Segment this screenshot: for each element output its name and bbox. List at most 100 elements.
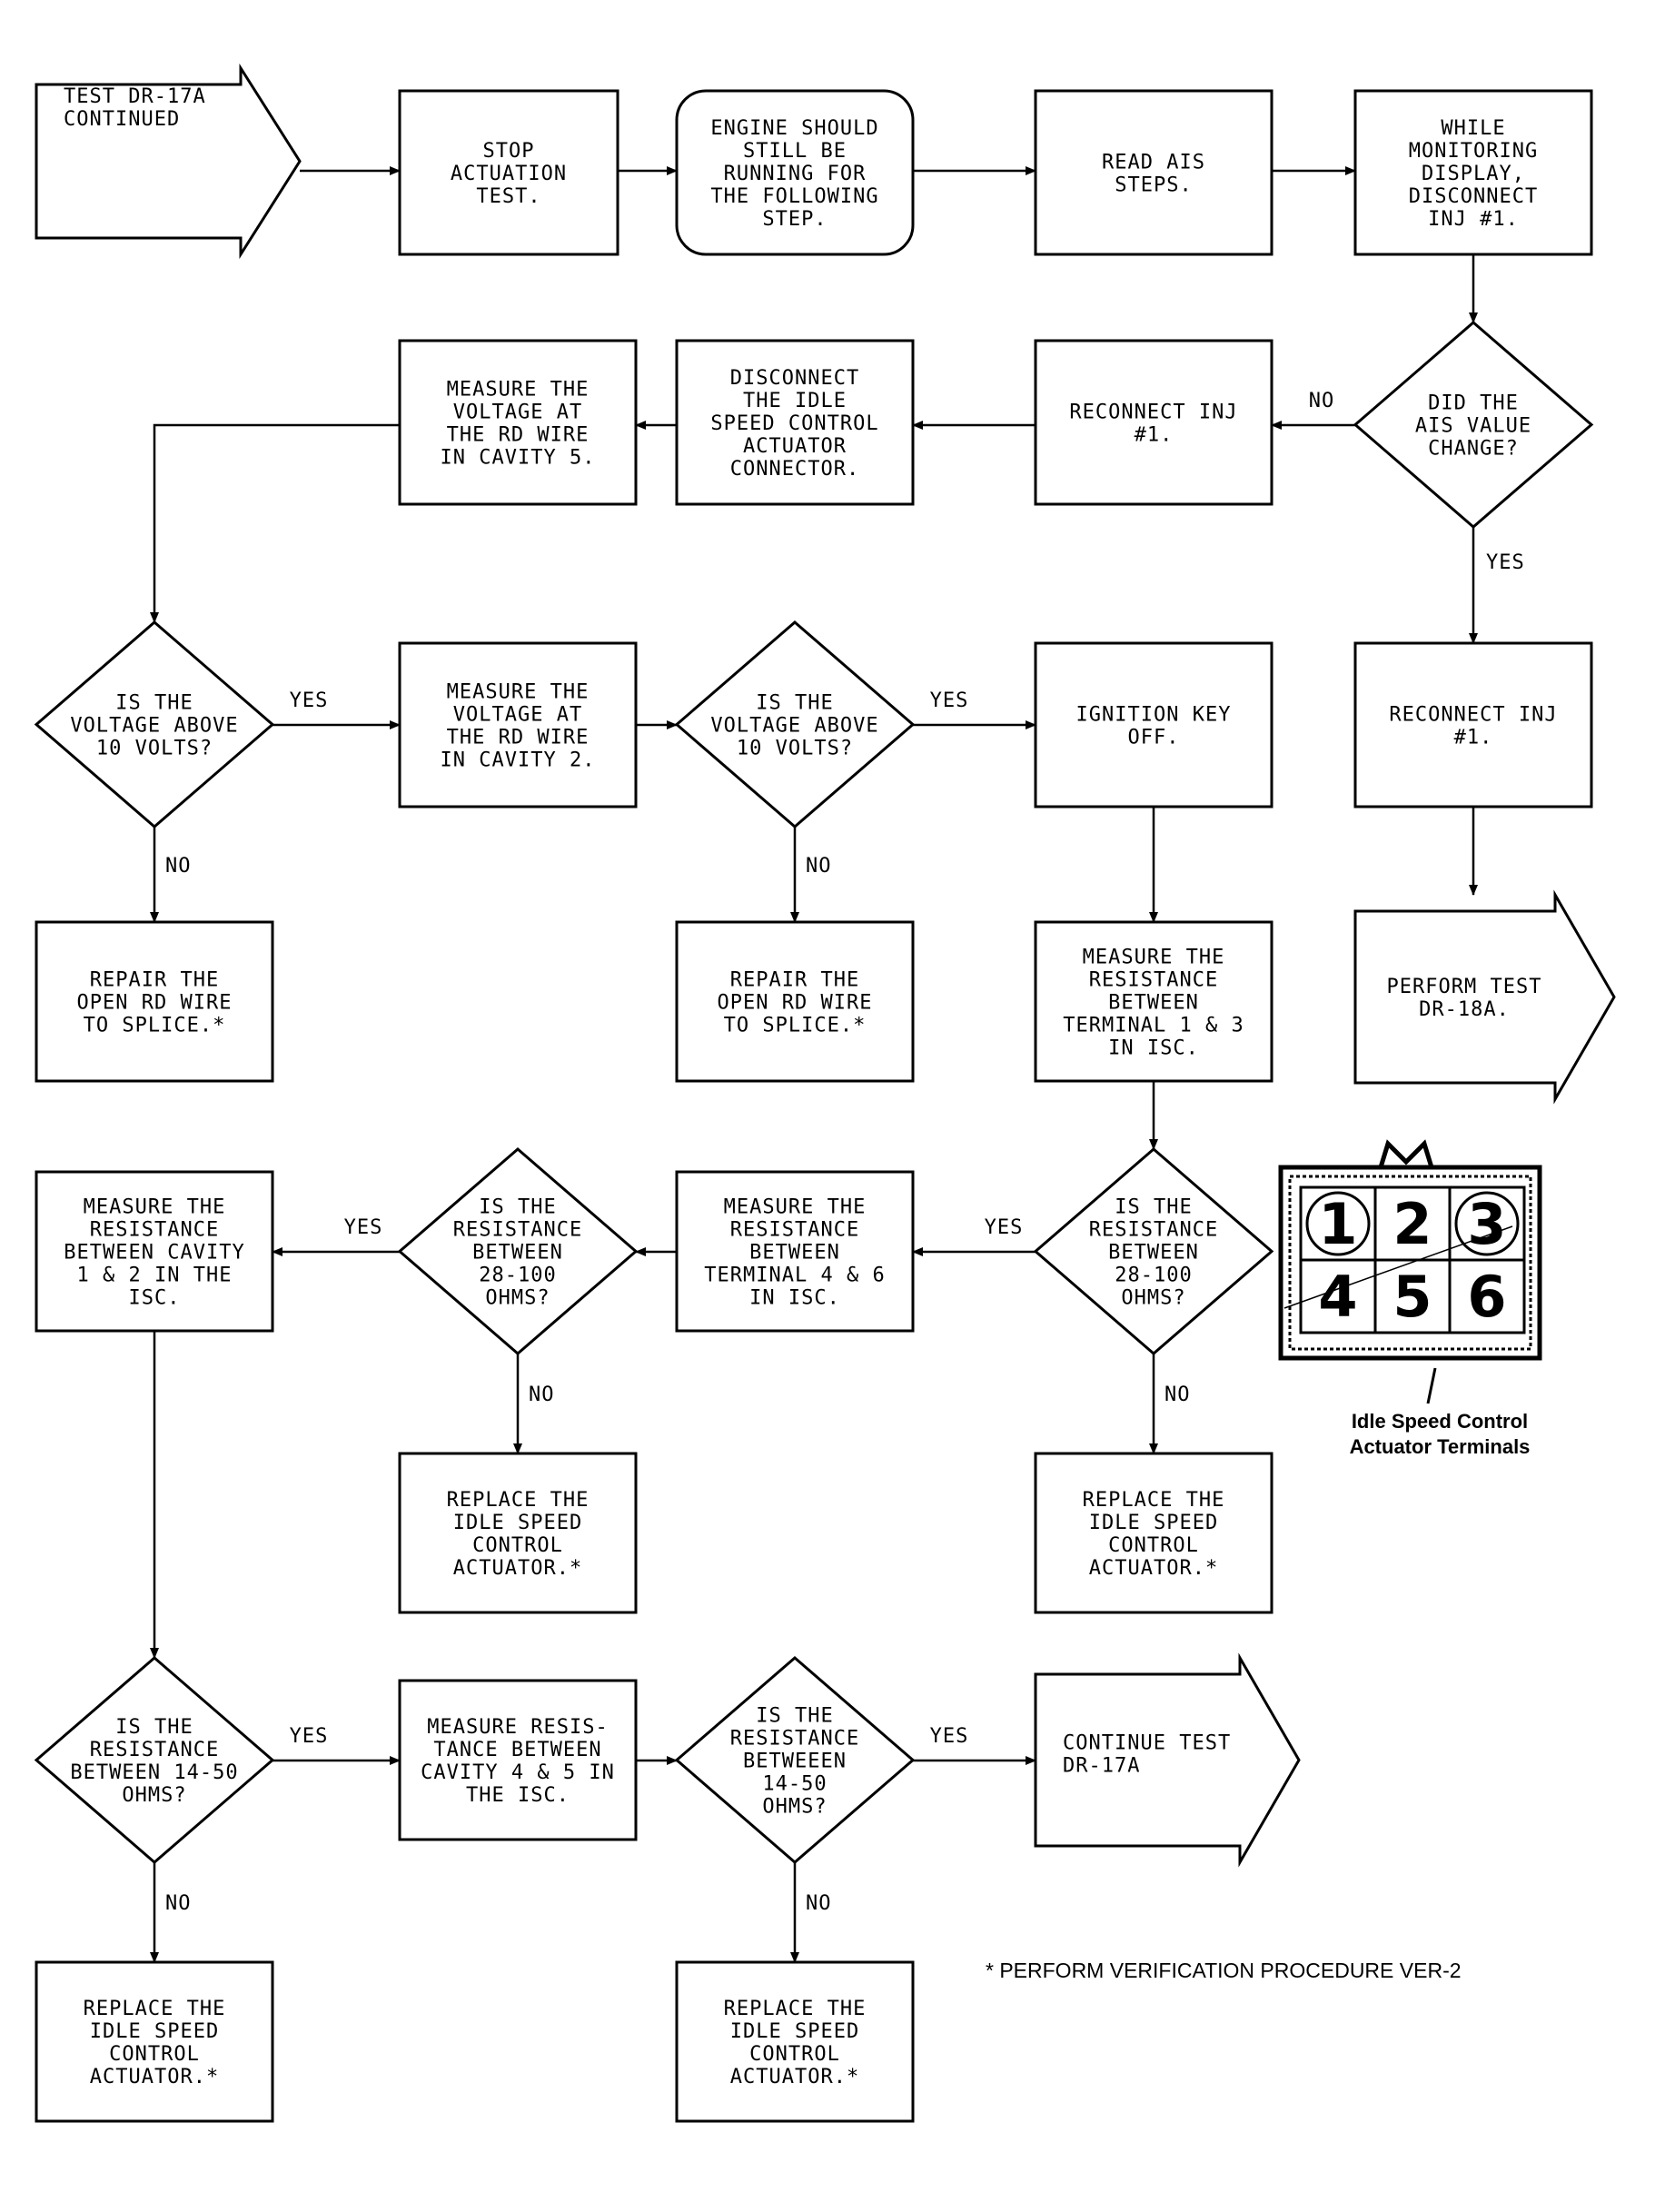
node-shape-rect [1034, 1452, 1274, 1614]
node-shape-rect [398, 1679, 638, 1841]
connector-inner-frame [1288, 1175, 1532, 1351]
node-text-line: ACTUATOR.* [90, 2066, 219, 2088]
node-text-line: DISPLAY, [1422, 163, 1525, 185]
node-shape-diamond [674, 1656, 916, 1864]
node-text-line: MEASURE THE [724, 1196, 867, 1219]
node-shape-rect [675, 339, 915, 506]
node-text-line: #1. [1135, 424, 1174, 447]
node-text-line: IGNITION KEY [1076, 704, 1232, 727]
node-text-line: AIS VALUE [1415, 415, 1531, 438]
edge-label-no: NO [806, 855, 832, 878]
edge-measure-cav5-to-volt-check-1 [150, 423, 400, 623]
node-text-line: IS THE [115, 692, 193, 715]
node-text-line: DR-17A [1063, 1755, 1140, 1778]
node-text-line: STEPS. [1115, 174, 1192, 197]
node-text-line: ACTUATION [451, 163, 567, 185]
node-shape-arrow-right [1034, 1652, 1301, 1868]
node-text-line: IS THE [756, 692, 833, 715]
node-text-line: TO SPLICE.* [84, 1015, 226, 1037]
node-text-line: THE ISC. [466, 1784, 570, 1807]
node-text-line: IN ISC. [1108, 1037, 1199, 1060]
edge-label-no: NO [1165, 1384, 1191, 1406]
node-text-line: DID THE [1428, 392, 1519, 415]
node-text-line: IN CAVITY 5. [441, 447, 596, 470]
terminal-number-1: 1 [1318, 1191, 1357, 1257]
node-text-line: CONTROL [1108, 1534, 1199, 1557]
node-text-line: BETWEEEN [743, 1751, 847, 1773]
connector-diagonal-line [1283, 1225, 1513, 1309]
node-text-line: BETWEEN [472, 1242, 563, 1265]
node-shape-rect [675, 1960, 915, 2123]
node-text-line: BETWEEN [1108, 1242, 1199, 1265]
node-text-line: OFF. [1128, 727, 1180, 749]
node-text-line: TEST. [476, 185, 540, 208]
edge-label-yes: YES [985, 1216, 1024, 1239]
node-text-line: 10 VOLTS? [737, 738, 853, 760]
node-text-line: RESISTANCE [730, 1219, 859, 1242]
terminal-number-6: 6 [1467, 1264, 1506, 1330]
node-text-line: ACTUATOR [743, 435, 847, 458]
node-shape-diamond [34, 1656, 275, 1864]
node-text-line: VOLTAGE ABOVE [710, 715, 878, 738]
node-text-line: IN ISC. [749, 1287, 840, 1310]
node-text-line: ENGINE SHOULD [710, 117, 878, 140]
node-text-line: CONNECTOR. [730, 458, 859, 481]
node-text-line: READ AIS [1102, 152, 1205, 174]
node-text-line: OHMS? [762, 1796, 827, 1819]
node-text-line: RUNNING FOR [724, 163, 867, 185]
node-text-line: #1. [1454, 727, 1493, 749]
node-text-line: WHILE [1441, 117, 1505, 140]
node-text-line: RESISTANCE [90, 1219, 219, 1242]
terminal-number-3: 3 [1467, 1191, 1506, 1257]
node-text-line: RESISTANCE [1089, 969, 1218, 992]
node-text-line: IDLE SPEED [1089, 1512, 1218, 1534]
node-text-line: VOLTAGE AT [453, 704, 582, 727]
caption-pointer-line [1426, 1367, 1437, 1404]
node-shape-rect [1034, 920, 1274, 1083]
node-text-line: REPAIR THE [730, 969, 859, 992]
node-shape-diamond [1353, 321, 1594, 529]
node-text-line: MEASURE THE [1083, 947, 1225, 969]
node-text-line: CONTINUED [64, 108, 180, 131]
node-text-line: TERMINAL 1 & 3 [1063, 1015, 1244, 1037]
edge-label-no: NO [165, 855, 192, 878]
node-text-line: TANCE BETWEEN [433, 1739, 601, 1761]
node-text-line: DISCONNECT [1409, 185, 1538, 208]
node-text-line: OPEN RD WIRE [77, 992, 233, 1015]
node-text-line: ACTUATOR.* [1089, 1557, 1218, 1580]
node-text-line: DR-18A. [1419, 998, 1510, 1021]
node-shape-rect [398, 89, 619, 256]
node-shape-rect [35, 1960, 274, 2123]
connector-caption-line: Idle Speed Control [1352, 1410, 1528, 1433]
node-text-line: VOLTAGE ABOVE [70, 715, 238, 738]
node-text-line: ACTUATOR.* [453, 1557, 582, 1580]
node-text-line: IDLE SPEED [90, 2020, 219, 2043]
